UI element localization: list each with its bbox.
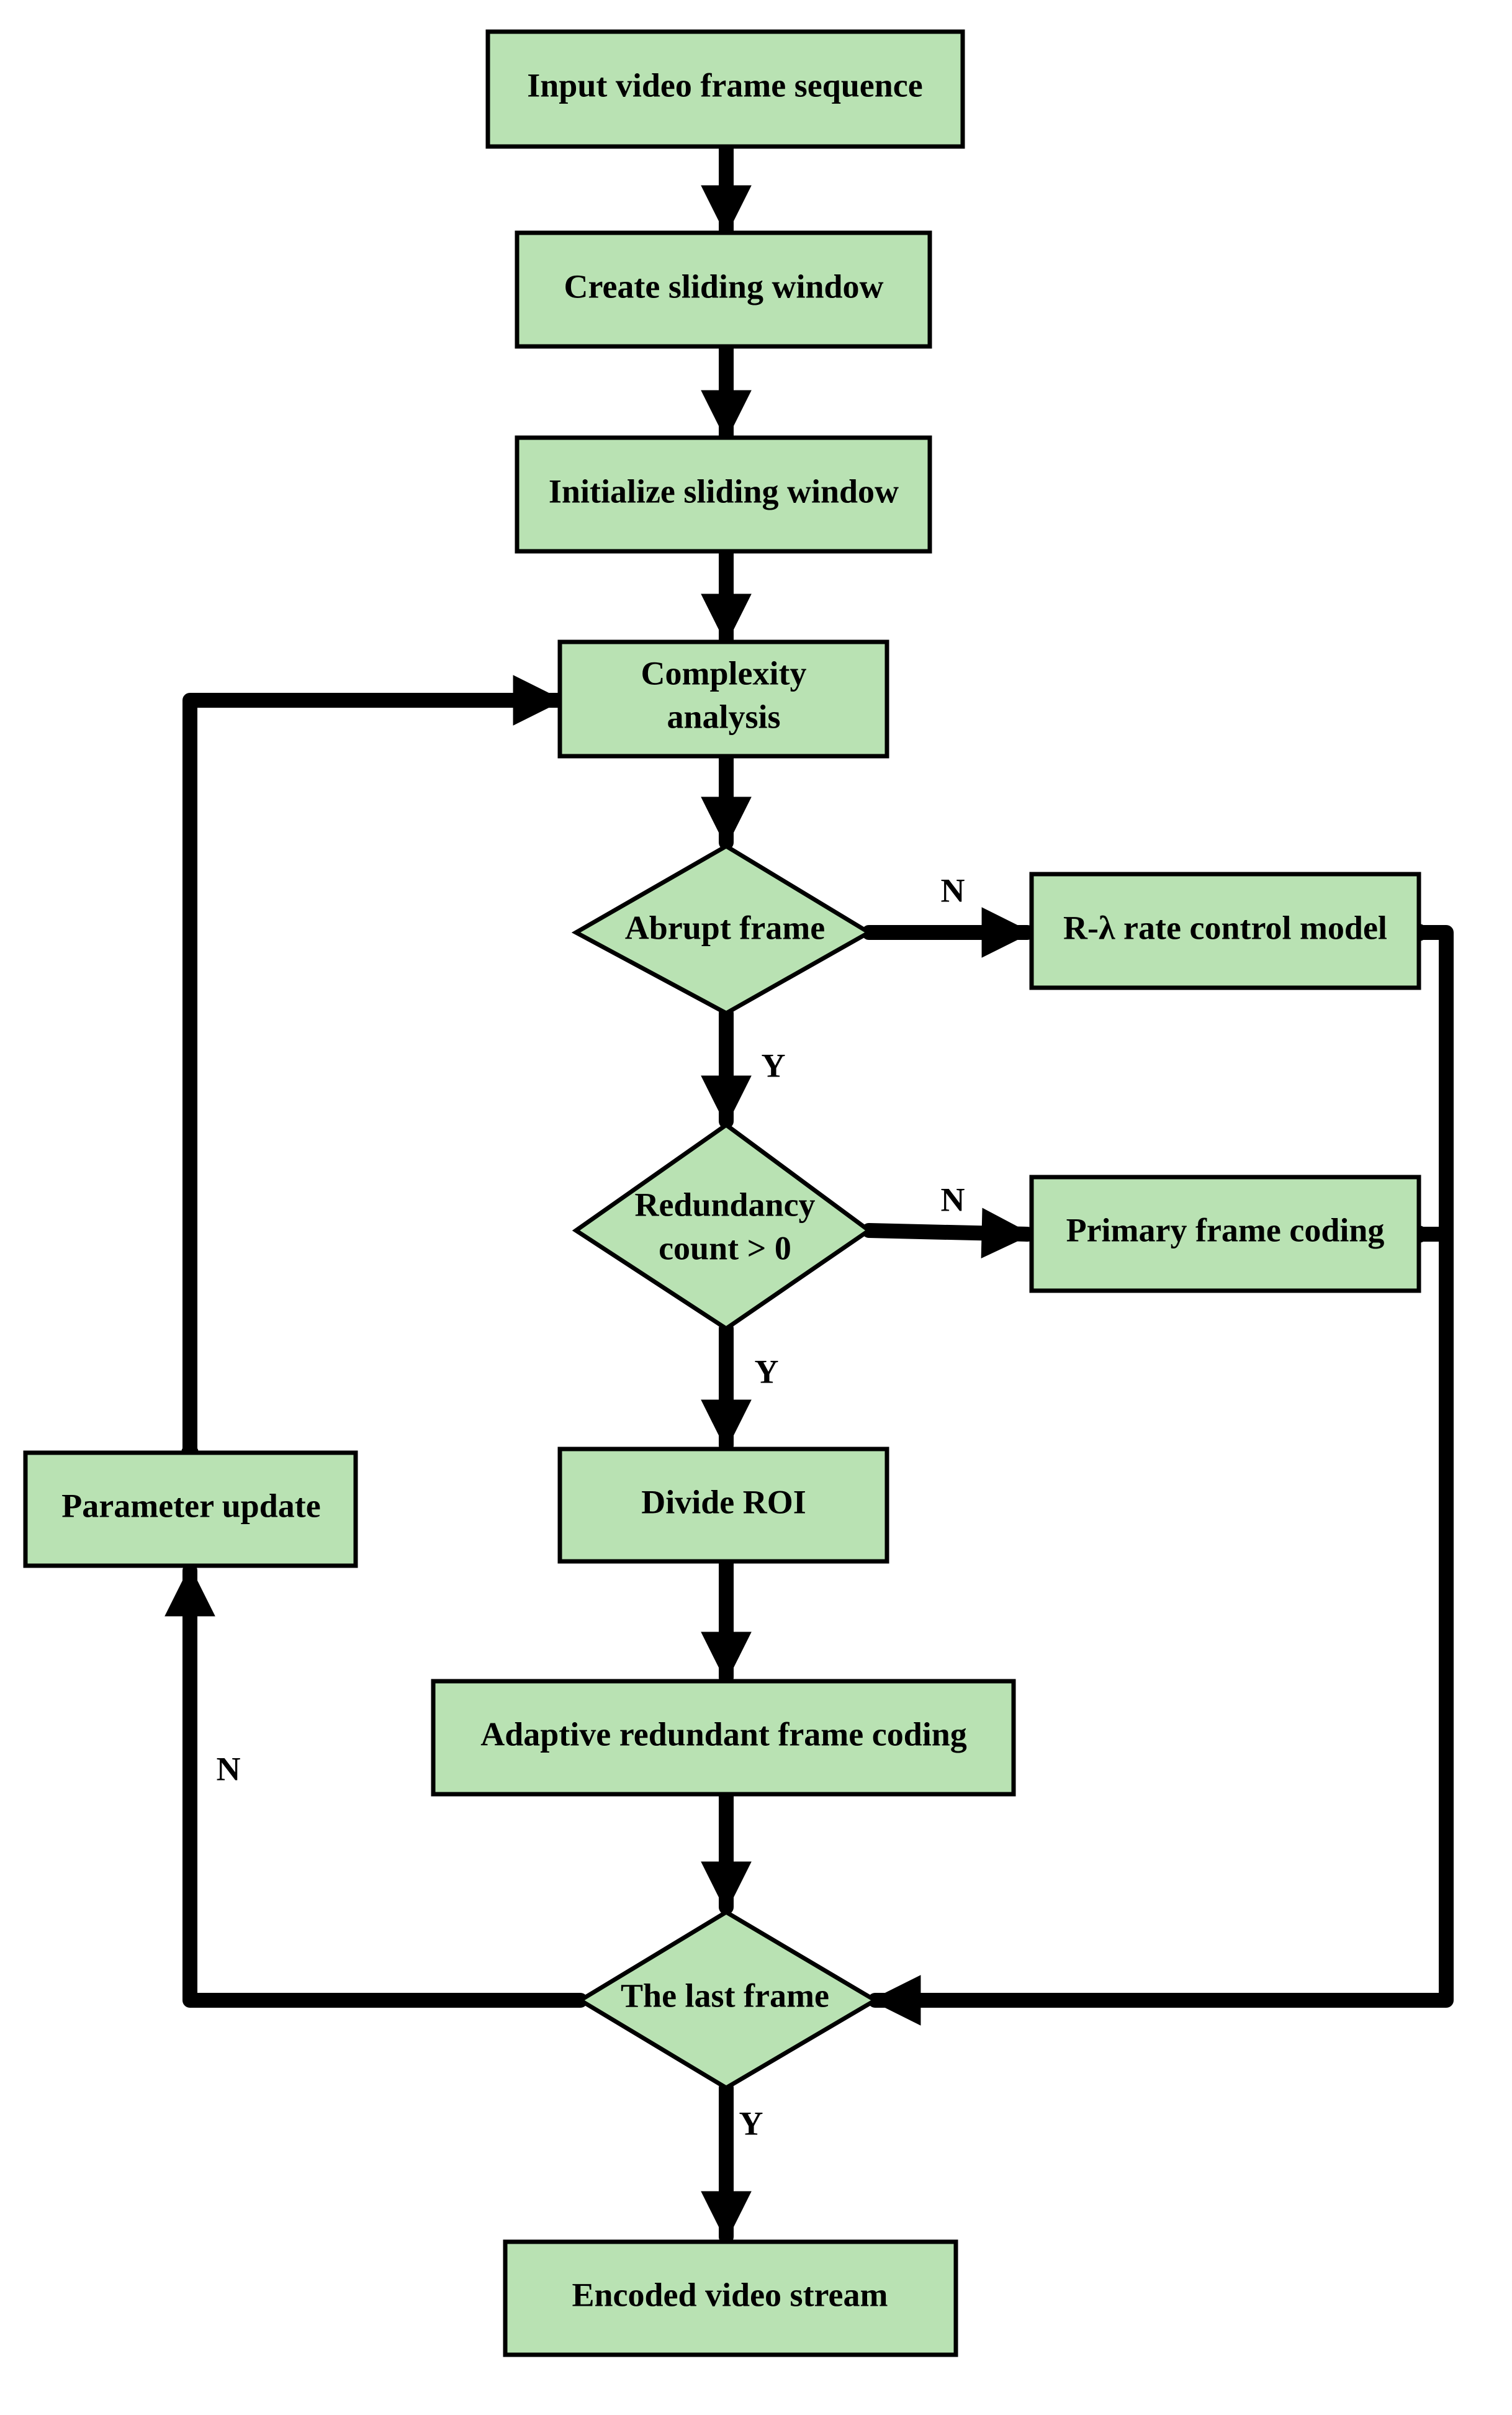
edge-label-last-yes: Y <box>739 2105 763 2142</box>
node-lastframe-label: The last frame <box>621 1977 829 2014</box>
edge-label-last-no: N <box>217 1750 241 1787</box>
edge-label-redundancy-yes: Y <box>755 1353 779 1390</box>
edge-labels: N Y N Y N Y <box>217 872 965 2142</box>
edges <box>164 139 1454 2244</box>
edge-param-to-complexity <box>182 675 566 1460</box>
node-create-label: Create sliding window <box>564 268 883 305</box>
node-abrupt-label: Abrupt frame <box>625 909 825 946</box>
node-lastframe-decision: The last frame <box>576 1909 880 2091</box>
node-param-label: Parameter update <box>61 1487 320 1524</box>
node-encoded-label: Encoded video stream <box>572 2276 888 2313</box>
node-rlambda: R-λ rate control model <box>1029 872 1421 990</box>
node-redundancy-label-line1: Redundancy <box>634 1186 815 1223</box>
node-divide: Divide ROI <box>557 1447 889 1564</box>
edge-lastframe-to-param <box>164 1563 588 2008</box>
node-complexity-label-line2: analysis <box>667 698 780 735</box>
node-adaptive: Adaptive redundant frame coding <box>431 1679 1016 1797</box>
node-complexity: Complexity analysis <box>557 639 889 759</box>
node-primary: Primary frame coding <box>1029 1175 1421 1293</box>
node-divide-label: Divide ROI <box>641 1483 806 1520</box>
node-complexity-label-line1: Complexity <box>641 654 807 692</box>
edge-redundancy-to-primary <box>862 1208 1035 1259</box>
node-abrupt-decision: Abrupt frame <box>571 843 873 1016</box>
node-param: Parameter update <box>23 1450 358 1568</box>
node-encoded: Encoded video stream <box>503 2239 958 2357</box>
node-redundancy-label-line2: count > 0 <box>659 1229 791 1266</box>
edge-rlambda-merge <box>1411 925 1454 1242</box>
node-input-label: Input video frame sequence <box>527 66 922 104</box>
edge-merge-to-lastframe <box>868 1227 1454 2026</box>
node-redundancy-decision: Redundancy count > 0 <box>572 1122 873 1332</box>
node-rlambda-label: R-λ rate control model <box>1063 909 1387 946</box>
edge-label-abrupt-no: N <box>941 872 965 909</box>
node-primary-label: Primary frame coding <box>1066 1211 1385 1248</box>
edge-label-abrupt-yes: Y <box>762 1047 786 1084</box>
node-create: Create sliding window <box>515 230 932 349</box>
node-initialize: Initialize sliding window <box>515 435 932 554</box>
node-adaptive-label: Adaptive redundant frame coding <box>480 1715 967 1753</box>
edge-label-redundancy-no: N <box>941 1181 965 1218</box>
node-initialize-label: Initialize sliding window <box>549 472 899 510</box>
node-input: Input video frame sequence <box>485 29 965 149</box>
